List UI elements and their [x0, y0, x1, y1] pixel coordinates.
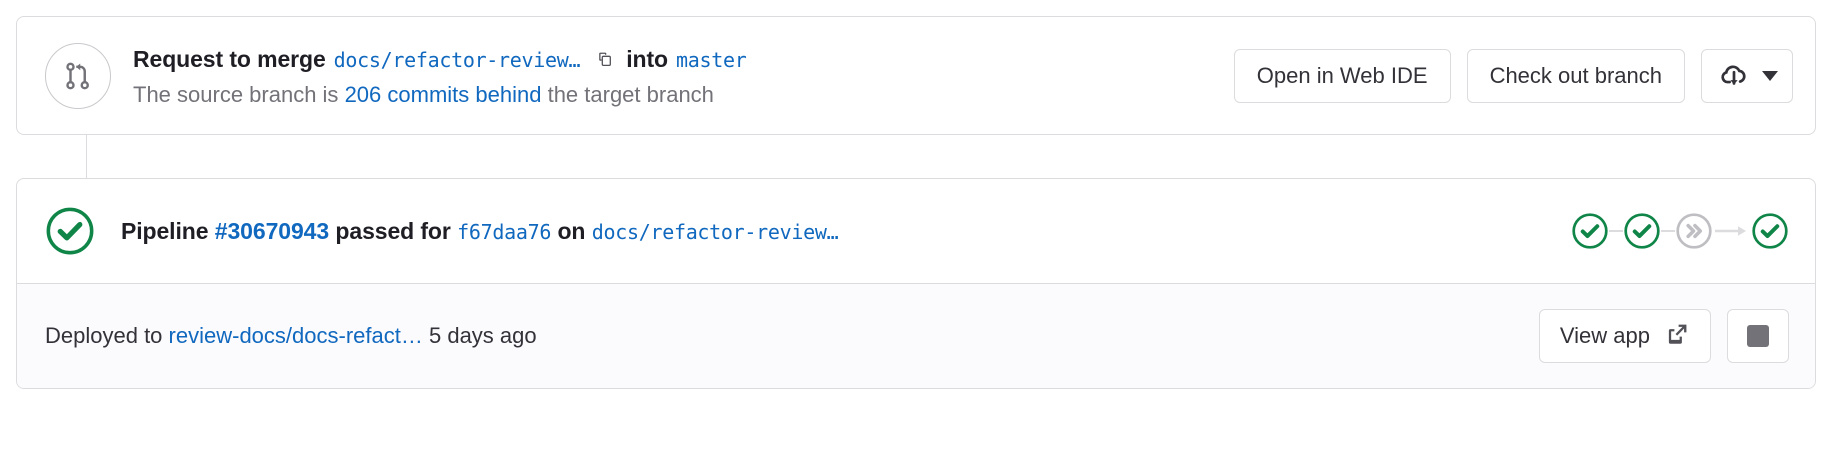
deployment-actions: View app [1538, 309, 1789, 363]
pipeline-stages [1571, 212, 1789, 250]
commits-behind-link[interactable]: 206 commits behind [344, 82, 542, 107]
pipeline-stage-3[interactable] [1675, 212, 1713, 250]
subtitle-prefix: The source branch is [133, 82, 339, 107]
status-success-icon [45, 206, 95, 256]
pipeline-card: Pipeline #30670943 passed for f67daa76 o… [16, 178, 1816, 389]
deployment-timestamp: 5 days ago [428, 323, 537, 348]
stage-connector [1661, 230, 1675, 232]
deployment-row: Deployed to review-docs/docs-refact… 5 d… [17, 283, 1815, 388]
skipped-circle-icon [1676, 213, 1712, 249]
widget-connector-line [86, 135, 87, 179]
download-dropdown-button[interactable] [1701, 48, 1793, 103]
pipeline-on-label: on [557, 217, 586, 244]
view-app-label: View app [1559, 323, 1650, 348]
pipeline-prefix: Pipeline [121, 217, 209, 244]
view-app-button[interactable]: View app [1538, 309, 1711, 363]
pipeline-description: Pipeline #30670943 passed for f67daa76 o… [121, 216, 1547, 247]
merge-request-title-prefix: Request to merge [133, 46, 326, 72]
pipeline-status-text: passed for [335, 217, 451, 244]
source-branch-link[interactable]: docs/refactor-review… [333, 48, 581, 72]
merge-request-widget: Request to merge docs/refactor-review… i… [16, 16, 1816, 389]
pipeline-id-link[interactable]: #30670943 [214, 217, 330, 244]
commit-sha-link[interactable]: f67daa76 [457, 219, 552, 244]
deployment-description: Deployed to review-docs/docs-refact… 5 d… [45, 322, 1539, 350]
pipeline-stage-2[interactable] [1623, 212, 1661, 250]
deployment-prefix: Deployed to [45, 323, 163, 348]
stop-environment-button[interactable] [1727, 309, 1789, 363]
merge-request-actions: Open in Web IDE Check out branch [1233, 48, 1793, 103]
merge-request-subtitle: The source branch is 206 commits behind … [133, 80, 1214, 110]
cloud-download-icon [1720, 60, 1748, 92]
merge-request-icon [45, 42, 111, 109]
pipeline-stage-4[interactable] [1751, 212, 1789, 250]
copy-icon[interactable] [590, 45, 618, 73]
check-circle-icon [1752, 213, 1788, 249]
pipeline-stage-1[interactable] [1571, 212, 1609, 250]
merge-request-title: Request to merge docs/refactor-review… i… [133, 41, 1214, 76]
stage-arrow-icon [1715, 224, 1749, 238]
external-link-icon [1664, 321, 1690, 351]
stop-square-icon [1747, 325, 1769, 347]
open-in-web-ide-button[interactable]: Open in Web IDE [1233, 48, 1451, 103]
stage-connector [1609, 230, 1623, 232]
subtitle-suffix: the target branch [547, 82, 714, 107]
chevron-down-icon [1762, 70, 1778, 81]
check-circle-icon [1624, 213, 1660, 249]
merge-request-into-label: into [626, 46, 668, 72]
check-out-branch-button[interactable]: Check out branch [1466, 48, 1685, 103]
pipeline-branch-link[interactable]: docs/refactor-review… [591, 219, 839, 244]
merge-request-body: Request to merge docs/refactor-review… i… [133, 41, 1214, 110]
merge-request-card: Request to merge docs/refactor-review… i… [16, 16, 1816, 135]
target-branch-link[interactable]: master [675, 48, 747, 72]
deployment-environment-link[interactable]: review-docs/docs-refact… [168, 323, 423, 348]
check-circle-icon [1572, 213, 1608, 249]
pipeline-row: Pipeline #30670943 passed for f67daa76 o… [17, 179, 1815, 283]
